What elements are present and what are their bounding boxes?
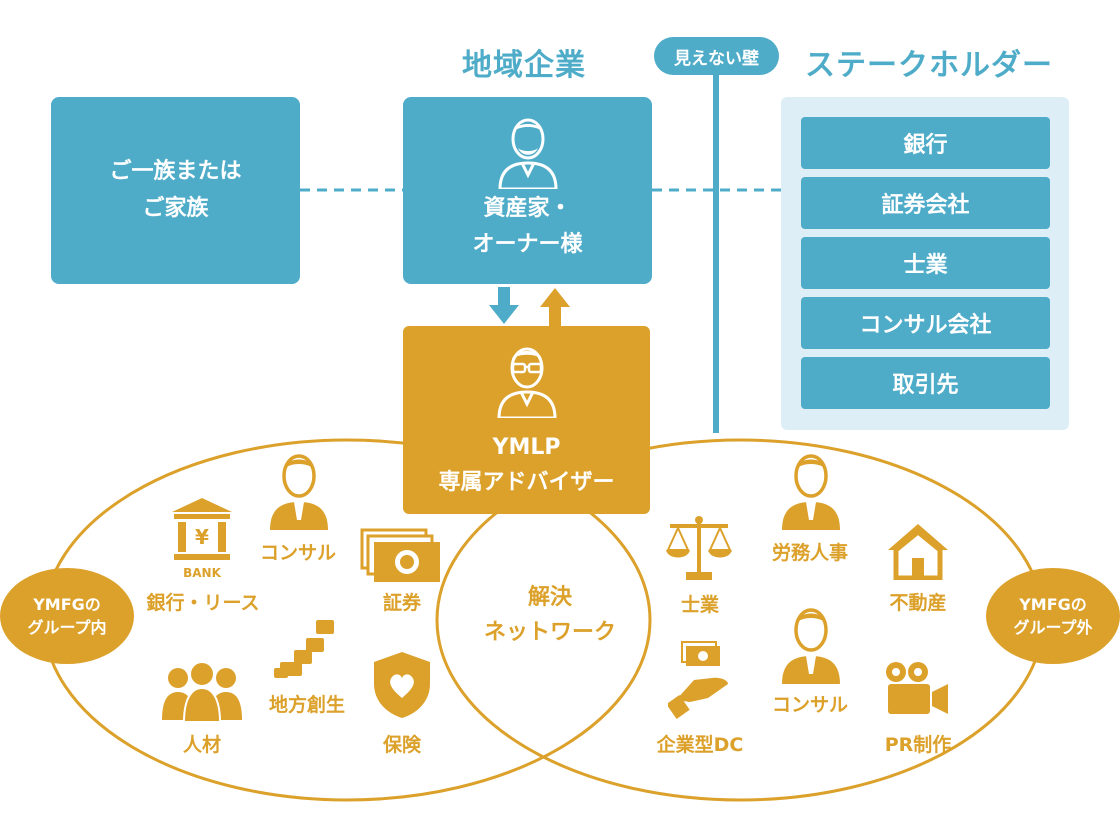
pr-label: PR制作 <box>884 734 952 756</box>
regional-label: 地方創生 <box>268 694 345 716</box>
solution-network-label: 解決 ネットワーク <box>462 580 638 650</box>
svg-text:¥: ¥ <box>195 525 209 549</box>
inner-consulting-label: コンサル <box>259 542 336 564</box>
consultant-icon <box>270 454 328 530</box>
inner-badge-line1: YMFGの <box>33 594 101 614</box>
securities-label: 証券 <box>382 592 421 614</box>
outer-badge-line2: グループ外 <box>1013 618 1093 637</box>
advisor-person-icon <box>497 347 557 418</box>
securities-banknote-icon <box>360 528 440 582</box>
family-box: ご一族または ご家族 <box>51 97 300 284</box>
advisor-box-line2: 専属アドバイザー <box>438 470 615 496</box>
outer-consultant-icon <box>782 608 840 684</box>
hand-money-icon <box>668 641 728 719</box>
center-line1: 解決 <box>527 585 572 610</box>
down-arrow-icon <box>489 287 519 324</box>
bank-icon: ¥ <box>172 498 232 560</box>
stakeholder-item: 取引先 <box>801 357 1050 409</box>
insurance-label: 保険 <box>382 734 421 756</box>
house-icon <box>888 524 948 580</box>
professionals-label: 士業 <box>680 594 719 616</box>
advisor-box-line1: YMLP <box>492 435 561 460</box>
bank-lease-label: 銀行・リース <box>146 592 260 614</box>
video-camera-icon <box>886 662 948 714</box>
inner-badge-line2: グループ内 <box>27 618 107 637</box>
labor-person-icon <box>782 454 840 530</box>
hr-label: 人材 <box>182 734 221 756</box>
regional-stairs-icon <box>274 620 334 678</box>
stakeholder-item: 証券会社 <box>801 177 1050 229</box>
owner-box: 資産家・ オーナー様 <box>403 97 652 284</box>
family-box-line2: ご家族 <box>142 195 209 221</box>
outer-consulting-label: コンサル <box>771 694 848 716</box>
outer-group-badge: YMFGの グループ外 <box>986 568 1120 664</box>
owner-person-icon <box>497 118 558 189</box>
local-companies-heading: 地域企業 <box>462 48 586 83</box>
scales-icon <box>666 516 732 580</box>
hr-people-icon <box>162 661 242 722</box>
owner-box-line2: オーナー様 <box>472 232 583 258</box>
up-arrow-icon <box>540 288 570 326</box>
center-line2: ネットワーク <box>483 620 616 646</box>
bank-sign-text: BANK <box>183 566 221 580</box>
corporate-dc-label: 企業型DC <box>656 734 744 756</box>
outer-badge-line1: YMFGの <box>1019 594 1087 614</box>
stakeholders-heading: ステークホルダー <box>805 48 1053 83</box>
stakeholder-item: コンサル会社 <box>801 297 1050 349</box>
labor-label: 労務人事 <box>771 542 848 564</box>
real-estate-label: 不動産 <box>889 592 947 614</box>
invisible-wall-badge: 見えない壁 <box>654 37 779 75</box>
family-box-line1: ご一族または <box>109 159 242 185</box>
advisor-box: YMLP 専属アドバイザー <box>403 326 650 514</box>
insurance-shield-icon <box>374 652 430 718</box>
stakeholder-item: 士業 <box>801 237 1050 289</box>
owner-box-line1: 資産家・ <box>483 196 572 221</box>
inner-group-badge: YMFGの グループ内 <box>0 568 134 664</box>
stakeholder-item: 銀行 <box>801 117 1050 169</box>
